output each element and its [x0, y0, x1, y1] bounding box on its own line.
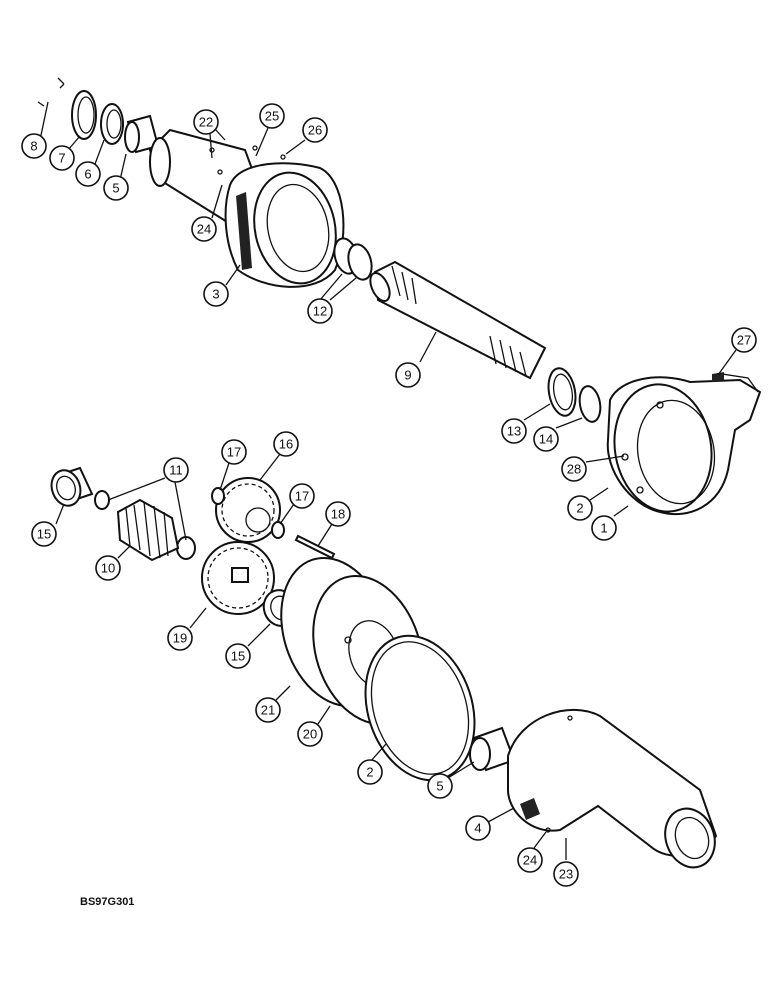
callout-17-lower: 17 [289, 483, 315, 509]
callout-20: 20 [297, 721, 323, 747]
figure-code: BS97G301 [80, 896, 134, 908]
svg-text:13: 13 [507, 424, 521, 439]
callout-9: 9 [395, 362, 421, 388]
callout-28: 28 [561, 456, 587, 482]
svg-text:6: 6 [84, 167, 91, 182]
svg-text:2: 2 [366, 765, 373, 780]
callout-27: 27 [731, 327, 757, 353]
part-7-ring [71, 90, 97, 140]
part-1-housing [606, 372, 762, 516]
callout-15-left: 15 [31, 521, 57, 547]
svg-text:28: 28 [567, 462, 581, 477]
svg-text:4: 4 [474, 821, 481, 836]
callout-16: 16 [273, 431, 299, 457]
part-5-bushing-lower [469, 726, 516, 772]
svg-text:8: 8 [30, 139, 37, 154]
svg-text:24: 24 [523, 853, 537, 868]
part-15-bushing-left [50, 466, 94, 507]
svg-text:17: 17 [295, 489, 309, 504]
callout-22: 22 [193, 109, 219, 135]
callout-17-upper: 17 [221, 439, 247, 465]
callout-2-upper: 2 [567, 495, 593, 521]
callout-5-upper: 5 [103, 175, 129, 201]
callout-1: 1 [591, 515, 617, 541]
svg-text:14: 14 [539, 432, 553, 447]
callout-24-upper: 24 [191, 216, 217, 242]
svg-text:22: 22 [199, 115, 213, 130]
part-14-ring [578, 385, 602, 423]
part-2-gasket-lower [364, 634, 476, 782]
callout-2-lower: 2 [357, 759, 383, 785]
svg-text:21: 21 [261, 703, 275, 718]
callout-13: 13 [501, 418, 527, 444]
part-8-pin [37, 77, 65, 107]
svg-text:11: 11 [169, 463, 183, 478]
callout-6: 6 [75, 161, 101, 187]
part-9-shaft [369, 260, 547, 380]
svg-text:23: 23 [559, 867, 573, 882]
callout-15-lower: 15 [225, 643, 251, 669]
callout-14: 14 [533, 426, 559, 452]
part-10-gear-shaft [116, 498, 180, 562]
svg-text:2: 2 [576, 501, 583, 516]
svg-text:16: 16 [279, 437, 293, 452]
svg-text:15: 15 [231, 649, 245, 664]
part-16-gear [215, 477, 281, 543]
svg-text:26: 26 [308, 123, 322, 138]
callout-25: 25 [259, 103, 285, 129]
part-13-ring [547, 367, 577, 417]
svg-text:24: 24 [197, 222, 211, 237]
part-17-pins [211, 487, 285, 539]
svg-text:18: 18 [331, 507, 345, 522]
callout-7: 7 [49, 145, 75, 171]
svg-text:25: 25 [265, 109, 279, 124]
part-19-gear [201, 541, 275, 615]
svg-text:15: 15 [37, 527, 51, 542]
callout-18: 18 [325, 501, 351, 527]
svg-text:12: 12 [313, 304, 327, 319]
callout-23: 23 [553, 861, 579, 887]
callout-8: 8 [21, 133, 47, 159]
callout-19: 19 [167, 625, 193, 651]
part-3-housing [148, 128, 345, 288]
svg-text:7: 7 [58, 151, 65, 166]
svg-text:5: 5 [436, 779, 443, 794]
callout-10: 10 [95, 555, 121, 581]
callout-21: 21 [255, 697, 281, 723]
part-5-bushing-upper [124, 114, 160, 154]
callout-24-lower: 24 [517, 847, 543, 873]
leader-lines [39, 101, 737, 860]
callout-3: 3 [203, 281, 229, 307]
callout-4: 4 [465, 815, 491, 841]
svg-text:3: 3 [212, 287, 219, 302]
callout-11: 11 [163, 457, 189, 483]
svg-text:10: 10 [101, 561, 115, 576]
part-4-housing [507, 708, 718, 869]
callout-12: 12 [307, 298, 333, 324]
callout-5-lower: 5 [427, 773, 453, 799]
callout-26: 26 [302, 117, 328, 143]
svg-text:19: 19 [173, 631, 187, 646]
part-12-snap-rings [333, 237, 373, 281]
svg-text:9: 9 [404, 368, 411, 383]
svg-text:17: 17 [227, 445, 241, 460]
svg-text:27: 27 [737, 333, 751, 348]
svg-text:1: 1 [600, 521, 607, 536]
part-18-pin [294, 534, 336, 560]
part-6-ring [100, 103, 124, 145]
svg-text:5: 5 [112, 181, 119, 196]
svg-text:20: 20 [303, 727, 317, 742]
